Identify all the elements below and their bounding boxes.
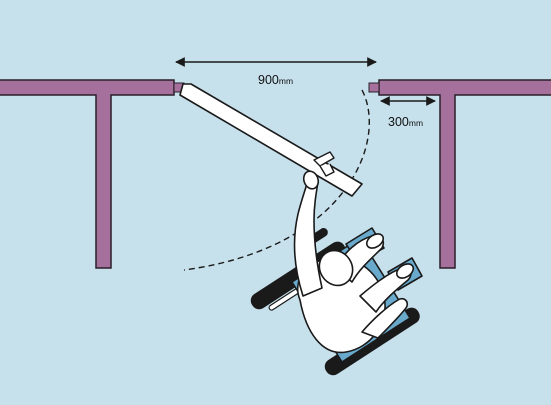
- left-wall: [0, 79, 175, 269]
- door-swing-arc: [183, 89, 370, 271]
- door-handle-icon: [313, 151, 335, 177]
- door-width-dimension: 900mm: [175, 57, 377, 87]
- wheelchair-user-icon: [250, 170, 423, 376]
- door-leaf: [179, 83, 363, 197]
- latch-clearance-label: 300mm: [388, 115, 423, 129]
- right-wall: [378, 79, 551, 269]
- door-width-label: 900mm: [258, 73, 293, 87]
- wheelchair-user-head: [318, 249, 354, 287]
- right-door-jamb: [368, 82, 380, 93]
- latch-clearance-dimension: 300mm: [380, 96, 436, 129]
